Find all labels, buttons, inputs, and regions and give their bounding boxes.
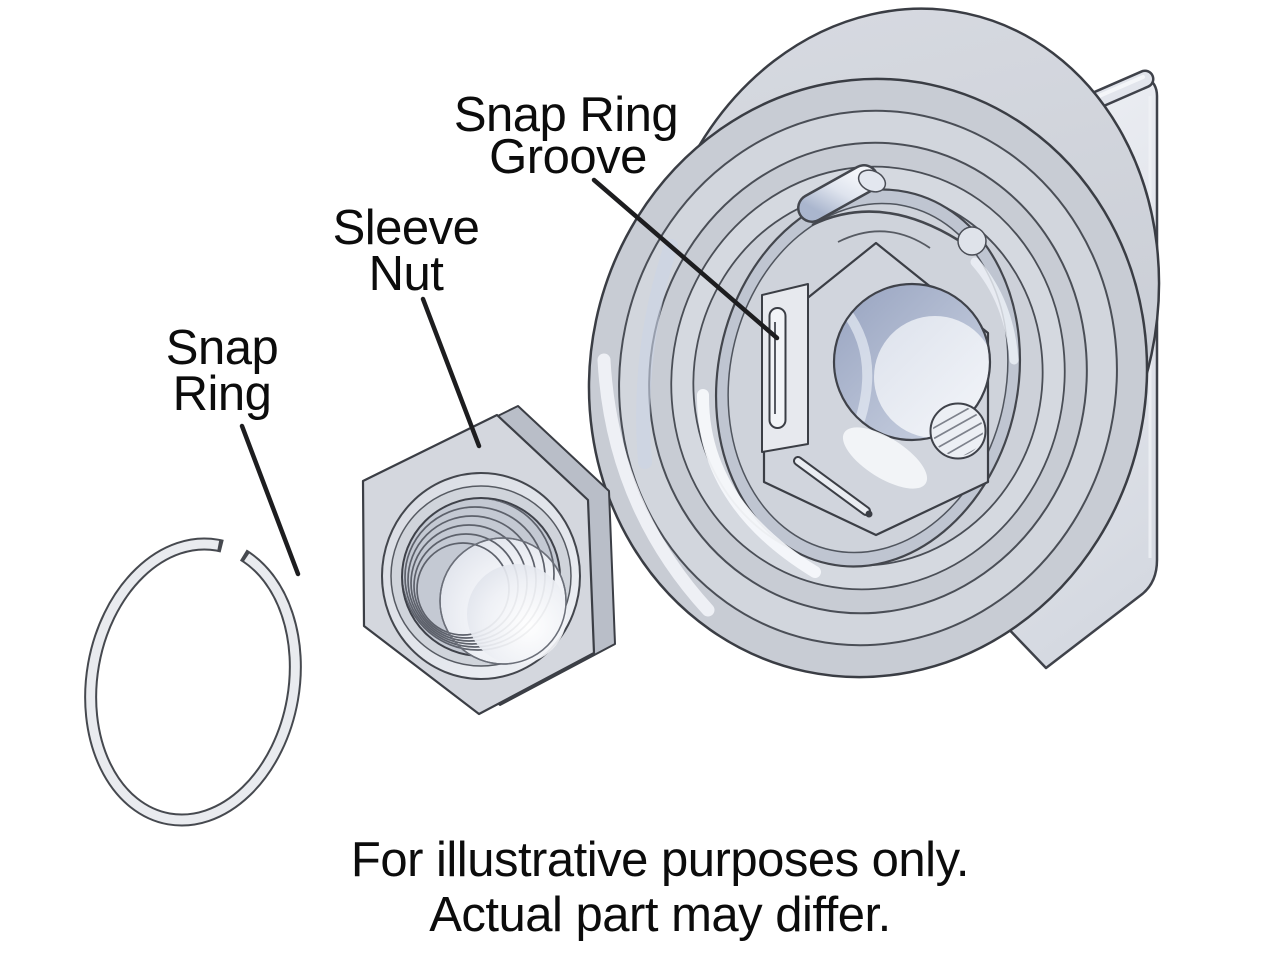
- bore-hotspot: [842, 427, 928, 489]
- rim-tint-band: [636, 239, 678, 469]
- label-snap-ring-groove: Snap Ring Groove: [454, 88, 679, 184]
- nut-through-hole-outline: [439, 537, 567, 665]
- threaded-hole: [929, 402, 987, 460]
- label-snap-ring: Snap Ring: [166, 321, 279, 421]
- channel-pin: [799, 166, 877, 221]
- caption: For illustrative purposes only. Actual p…: [351, 833, 970, 942]
- channel-pin-cut-face: [857, 169, 887, 193]
- bore-streak: [840, 306, 873, 422]
- caption-line-1: For illustrative purposes only.: [351, 833, 969, 887]
- label-snap-ring-line1: Snap: [166, 321, 278, 375]
- label-sleeve-nut: Sleeve Nut: [333, 201, 480, 301]
- leader-line-sleeve-nut: [420, 296, 482, 449]
- label-sleeve-nut-line2: Nut: [369, 247, 445, 301]
- housing-part: [587, 7, 1161, 679]
- label-groove-line2: Groove: [489, 130, 647, 184]
- nut-hole-shine: [467, 564, 567, 664]
- sleeve-nut-part: [361, 405, 616, 716]
- rim-highlight-right: [970, 257, 1019, 365]
- channel-edge-outer: [811, 210, 959, 242]
- caption-line-2: Actual part may differ.: [429, 888, 891, 942]
- snap-ring-body: [86, 539, 300, 825]
- leader-line-groove: [591, 177, 780, 341]
- lower-slot-end: [865, 510, 873, 518]
- channel-edge-inner: [837, 230, 931, 249]
- snap-ring-outline: [84, 537, 302, 827]
- leader-lines: [239, 177, 780, 577]
- rim-highlight-outer: [597, 353, 715, 617]
- channel-scallop: [957, 226, 987, 256]
- lower-slot: [795, 458, 869, 514]
- leader-line-snap-ring: [239, 423, 301, 577]
- label-snap-ring-line2: Ring: [173, 367, 272, 421]
- snap-ring-part: [84, 537, 302, 827]
- snap-ring-groove-slot: [768, 307, 787, 429]
- housing-bore-outline: [832, 282, 992, 442]
- label-groove-line1: Snap Ring: [454, 88, 678, 142]
- label-sleeve-nut-line1: Sleeve: [333, 201, 480, 255]
- rim-highlight-inner: [696, 389, 821, 578]
